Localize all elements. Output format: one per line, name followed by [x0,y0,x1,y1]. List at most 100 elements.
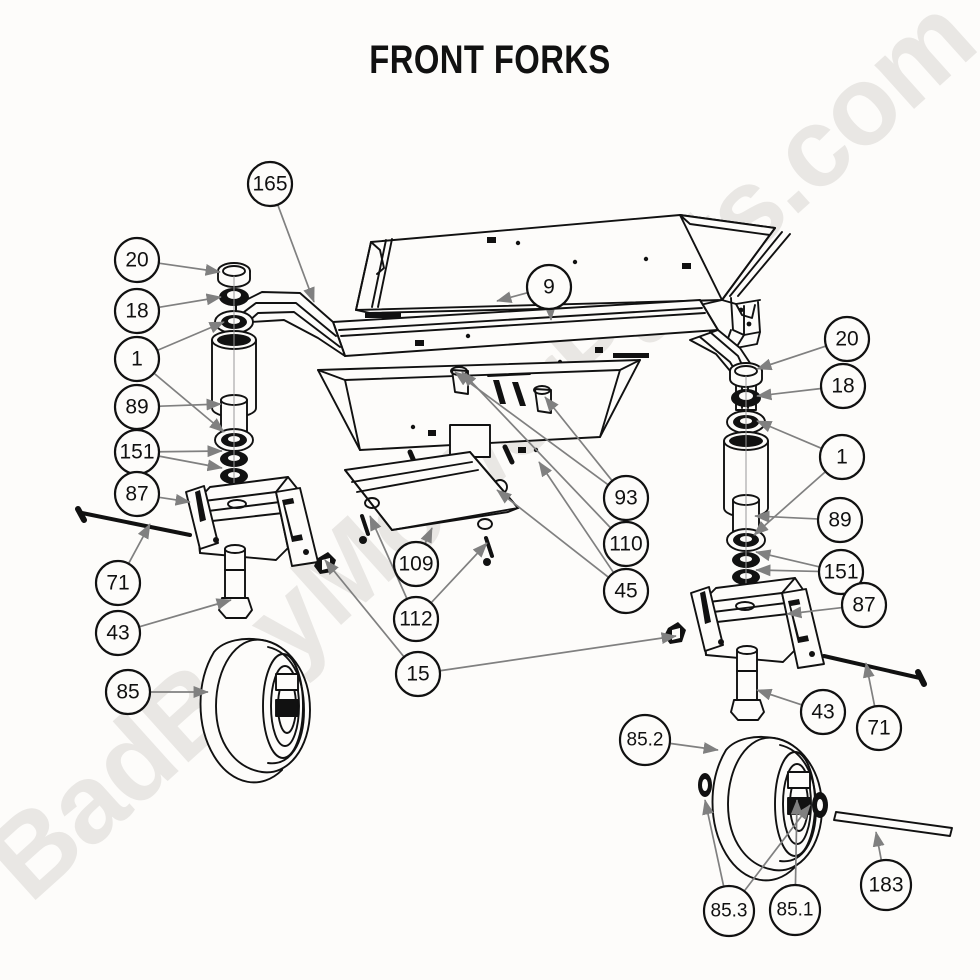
callout-circle-18[interactable] [113,287,161,335]
leader-line-151 [159,445,223,458]
callout-circle-45[interactable] [602,567,650,615]
callout-1[interactable]: 1 [818,433,866,481]
callout-87[interactable]: 87 [113,470,161,518]
callout-circle-20[interactable] [823,315,871,363]
callout-circle-87[interactable] [840,581,888,629]
right-wheel-assembly [698,735,828,882]
leader-line-151 [159,455,223,472]
callout-circle-18[interactable] [819,362,867,410]
callout-circle-1[interactable] [113,335,161,383]
callout-18[interactable]: 18 [113,287,161,335]
callout-label-87: 87 [852,594,875,617]
leader-line-85.1 [790,799,803,885]
callout-label-20: 20 [125,249,148,272]
leader-line-9 [544,305,557,321]
callout-circle-109[interactable] [392,540,440,588]
callout-110[interactable]: 110 [602,520,650,568]
callout-circle-87[interactable] [113,470,161,518]
leader-line-43 [756,688,802,706]
frame-upper-deck [355,214,776,314]
callout-circle-71[interactable] [855,704,903,752]
callout-71[interactable]: 71 [94,559,142,607]
callout-circle-1[interactable] [818,433,866,481]
leader-line-1 [753,471,826,536]
callout-circle-43[interactable] [799,688,847,736]
callout-85.2[interactable]: 85.2 [618,713,672,767]
callout-label-109: 109 [398,553,433,576]
callout-label-43: 43 [811,701,834,724]
callout-18[interactable]: 18 [819,362,867,410]
callout-circle-183[interactable] [859,858,913,912]
callout-label-112: 112 [399,608,432,631]
callout-9[interactable]: 9 [525,263,573,311]
callout-112[interactable]: 112 [392,595,440,643]
callout-circle-71[interactable] [94,559,142,607]
leader-line-9 [496,291,528,303]
callout-93[interactable]: 93 [602,474,650,522]
callout-20[interactable]: 20 [113,236,161,284]
callout-1[interactable]: 1 [113,335,161,383]
callout-43[interactable]: 43 [94,609,142,657]
callout-circle-85.3[interactable] [702,884,756,938]
spindle-bracket-left [185,476,319,567]
callout-109[interactable]: 109 [392,540,440,588]
part-85-1-bearing [812,792,828,818]
callout-circle-165[interactable] [246,160,294,208]
callout-circle-15[interactable] [394,650,442,698]
leader-line-151 [755,564,819,577]
callout-71[interactable]: 71 [855,704,903,752]
callout-circle-112[interactable] [392,595,440,643]
callout-bubbles: 1652018189151877143859931104510911215201… [94,160,913,938]
callout-circle-85.1[interactable] [768,883,822,937]
callout-89[interactable]: 89 [113,383,161,431]
leader-line-165 [277,205,315,303]
callout-15[interactable]: 15 [394,650,442,698]
callout-45[interactable]: 45 [602,567,650,615]
callout-87[interactable]: 87 [840,581,888,629]
callout-label-183: 183 [868,874,903,897]
part-43-right-axle [730,645,765,721]
callout-circle-110[interactable] [602,520,650,568]
callout-circle-85.2[interactable] [618,713,672,767]
callout-label-110: 110 [609,533,642,556]
leader-line-18 [756,387,821,401]
leader-line-45 [496,489,609,578]
page-title: FRONT FORKS [369,38,611,82]
callout-label-20: 20 [835,328,858,351]
callout-circle-43[interactable] [94,609,142,657]
leader-line-112 [369,515,408,599]
callout-89[interactable]: 89 [816,496,864,544]
leader-line-1 [756,420,822,449]
callout-85.1[interactable]: 85.1 [768,883,822,937]
leader-line-20 [756,345,826,371]
part-20-left [217,262,251,288]
callout-85[interactable]: 85 [104,668,152,716]
leader-line-85.2 [670,742,719,754]
callout-circle-85[interactable] [104,668,152,716]
part-71-left-bolt [75,506,192,537]
callout-43[interactable]: 43 [799,688,847,736]
callout-85.3[interactable]: 85.3 [702,884,756,938]
leader-line-89 [754,510,818,523]
frame-right-rail [679,214,791,349]
callout-151[interactable]: 151 [113,428,161,476]
callout-165[interactable]: 165 [246,160,294,208]
callout-151[interactable]: 151 [817,548,865,596]
callout-circle-20[interactable] [113,236,161,284]
callout-183[interactable]: 183 [859,858,913,912]
callout-circle-93[interactable] [602,474,650,522]
leader-line-15 [324,559,405,657]
callout-label-93: 93 [614,487,637,510]
leader-line-20 [159,262,221,276]
leader-line-1 [157,321,225,351]
leader-line-71 [128,523,151,564]
callout-circle-9[interactable] [525,263,573,311]
callout-circle-151[interactable] [817,548,865,596]
leader-line-183 [872,831,885,860]
leader-line-87 [786,606,842,619]
callout-20[interactable]: 20 [823,315,871,363]
callout-circle-89[interactable] [816,496,864,544]
